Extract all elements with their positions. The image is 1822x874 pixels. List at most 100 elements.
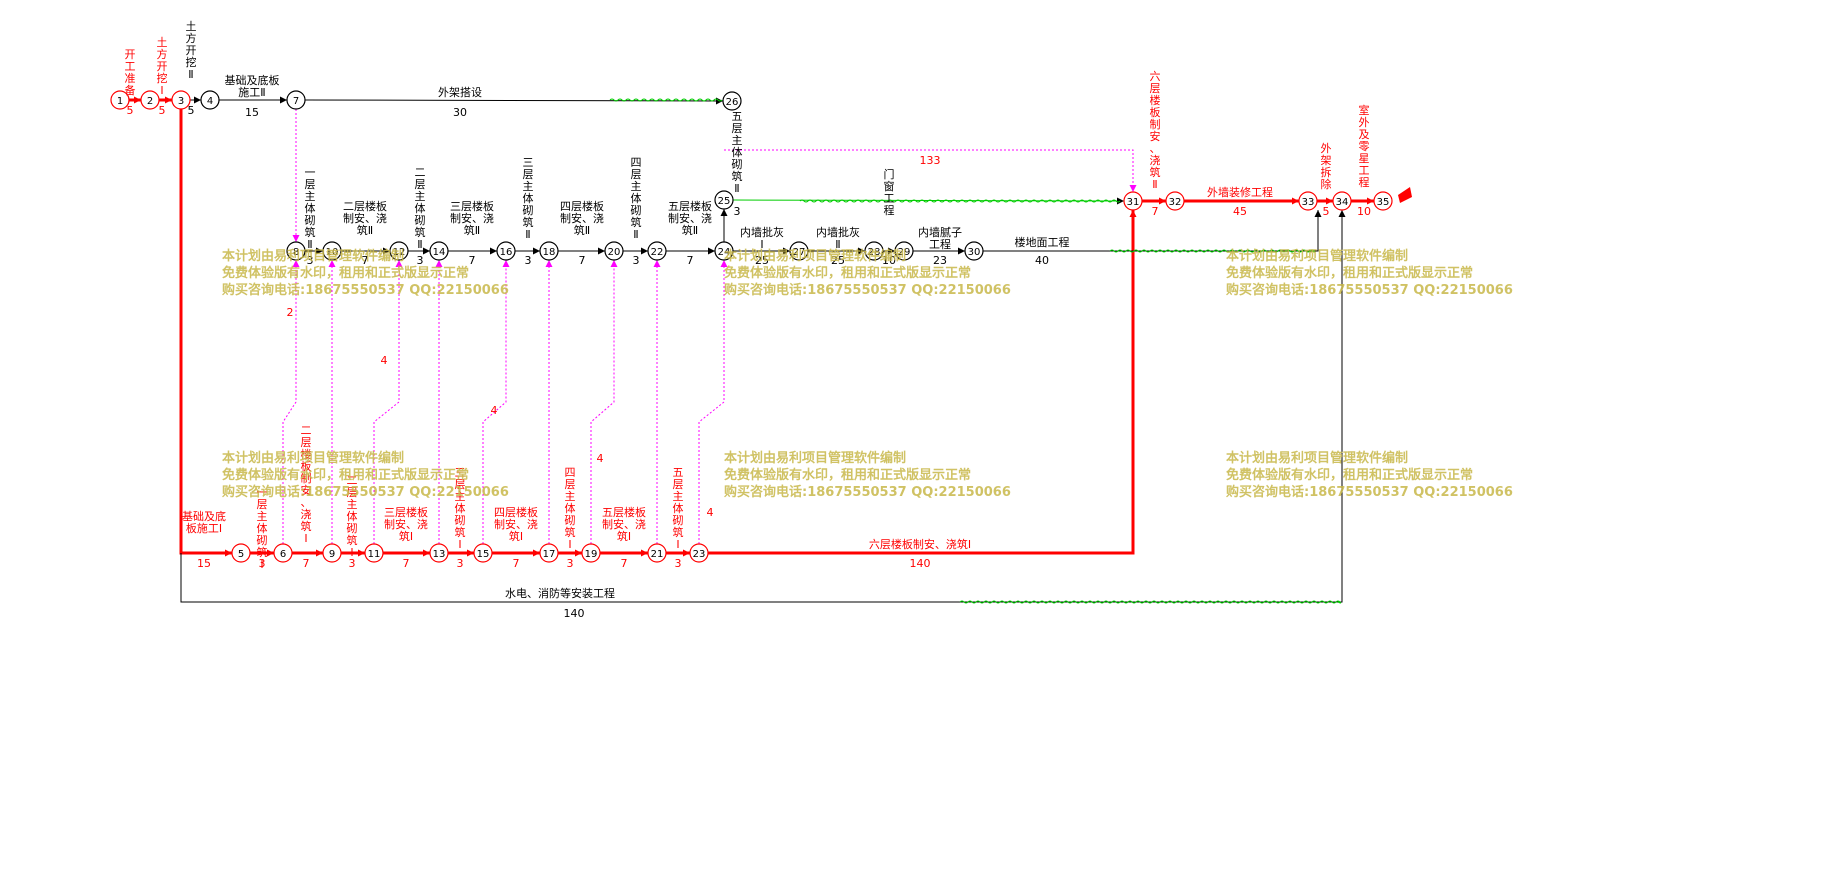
vertical-label-char: 四 — [631, 156, 642, 169]
vertical-label-char: 备 — [125, 83, 136, 97]
vertical-label-char: 一 — [305, 166, 316, 179]
node-number: 32 — [1169, 197, 1182, 208]
vertical-label-char: 除 — [1321, 177, 1332, 191]
duration-label: 133 — [920, 154, 941, 167]
node-circle — [581, 543, 601, 563]
vertical-label-char: 门 — [884, 167, 895, 181]
activity-label: 五层楼板 — [668, 199, 712, 213]
vertical-label-char: 砌 — [673, 514, 684, 527]
duration-label: 5 — [188, 104, 195, 117]
node-circle — [722, 91, 742, 111]
vertical-label-char: 二 — [301, 424, 312, 437]
dummy-link — [373, 260, 403, 544]
node-circle — [714, 190, 734, 210]
activity-label: 制安、浇 — [450, 211, 494, 225]
node-circle — [364, 543, 384, 563]
vertical-label-char: 体 — [673, 501, 684, 515]
vertical-label-char: 架 — [1321, 154, 1332, 167]
watermark-line: 购买咨询电话:18675550537 QQ:22150066 — [222, 485, 509, 500]
duration-label: 10 — [882, 254, 896, 267]
vertical-label-char: 筑 — [523, 215, 534, 229]
node-circle — [231, 543, 251, 563]
vertical-label-char: 主 — [347, 498, 358, 511]
vertical-label-char: 筑 — [1150, 165, 1161, 179]
node-number: 5 — [238, 549, 244, 560]
activity-label: Ⅰ — [760, 238, 763, 251]
vertical-label-char: Ⅰ — [260, 558, 263, 571]
node-number: 17 — [543, 549, 556, 560]
vertical-label-char: 楼 — [1150, 93, 1161, 107]
duration-label: 5 — [159, 104, 166, 117]
activity-label: 基础及底板 — [225, 73, 280, 87]
activity-7-26 — [304, 97, 724, 105]
node-circle — [1123, 191, 1143, 211]
duration-label: 3 — [457, 557, 464, 570]
vertical-label-char: Ⅱ — [417, 238, 422, 251]
node-number: 14 — [433, 247, 446, 258]
vertical-label-char: 制 — [301, 472, 312, 485]
vertical-label-char: 程 — [1359, 176, 1370, 189]
watermark-line: 本计划由易利项目管理软件编制 — [222, 451, 405, 466]
node-number: 10 — [326, 247, 339, 258]
vertical-label-char: 准 — [125, 72, 136, 85]
vertical-label-char: 体 — [732, 145, 743, 159]
node-number: 19 — [585, 549, 598, 560]
watermark-line: 免费体验版有水印，租用和正式版显示正常 — [222, 266, 470, 281]
node-number: 1 — [117, 96, 123, 107]
vertical-label-char: 体 — [347, 509, 358, 523]
activity-label: 二层楼板 — [343, 199, 387, 213]
node-circle — [171, 90, 191, 110]
vertical-label-char: Ⅰ — [458, 538, 461, 551]
vertical-label-char: 板 — [301, 459, 312, 473]
vertical-label-char: Ⅱ — [734, 182, 739, 195]
vertical-label-char: 层 — [732, 122, 743, 135]
duration-label: 5 — [127, 104, 134, 117]
watermark-line: 免费体验版有水印，租用和正式版显示正常 — [1226, 266, 1474, 281]
node-number: 23 — [693, 549, 706, 560]
node-number: 33 — [1302, 197, 1315, 208]
dummy-link — [590, 260, 618, 544]
vertical-label-char: 程 — [884, 204, 895, 217]
node-number: 3 — [178, 96, 184, 107]
vertical-label-char: 一 — [257, 486, 268, 499]
node-circle — [647, 543, 667, 563]
node-circle — [894, 241, 914, 261]
free-float-wave — [1109, 249, 1316, 253]
activity-label: 四层楼板 — [560, 199, 604, 213]
vertical-label-char: 安 — [301, 483, 312, 497]
vertical-label-char: 制 — [1150, 118, 1161, 131]
duration-label: 15 — [245, 106, 259, 119]
node-number: 34 — [1336, 197, 1349, 208]
activity-label: 制安、浇 — [560, 211, 604, 225]
duration-label: 10 — [1357, 205, 1371, 218]
activity-label: 制安、浇 — [343, 211, 387, 225]
vertical-label-char: Ⅱ — [1152, 178, 1157, 191]
watermark-line: 购买咨询电话:18675550537 QQ:22150066 — [1226, 283, 1513, 298]
activity-30-33 — [983, 210, 1322, 252]
watermark-line: 购买咨询电话:18675550537 QQ:22150066 — [724, 283, 1011, 298]
float-label: 4 — [597, 452, 604, 465]
free-float-wave — [799, 199, 1121, 203]
vertical-label-char: 工 — [884, 192, 895, 205]
node-number: 16 — [500, 247, 513, 258]
duration-label: 3 — [734, 205, 741, 218]
activity-label: 筑Ⅱ — [357, 223, 373, 237]
vertical-label-char: 体 — [455, 501, 466, 515]
vertical-label-char: 砌 — [565, 514, 576, 527]
vertical-label-char: 砌 — [523, 204, 534, 217]
node-number: 35 — [1377, 197, 1390, 208]
vertical-label-char: 土 — [186, 20, 197, 33]
duration-label: 140 — [564, 607, 585, 620]
vertical-label-char: 主 — [565, 490, 576, 503]
node-circle — [1298, 191, 1318, 211]
node-number: 18 — [543, 247, 556, 258]
vertical-label-char: 体 — [415, 201, 426, 215]
node-circle — [496, 241, 516, 261]
vertical-label-char: 层 — [455, 478, 466, 491]
node-circle — [322, 543, 342, 563]
node-number: 25 — [718, 196, 731, 207]
